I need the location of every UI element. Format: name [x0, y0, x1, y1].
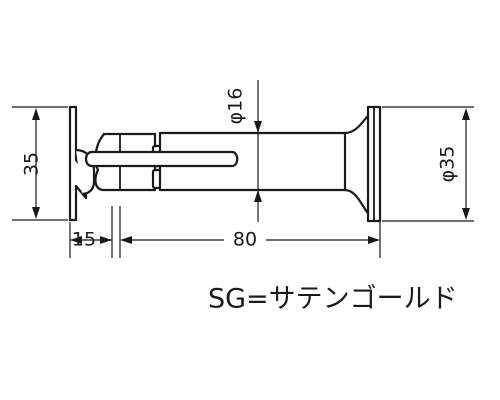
- bracket-part: [68, 105, 382, 223]
- dim-rod-diameter: φ16: [225, 80, 262, 222]
- dim-bracket-height: 35: [12, 106, 68, 221]
- dim-bracket-offset: 15: [69, 206, 113, 258]
- dim-bracket-offset-label: 15: [72, 229, 96, 251]
- dim-rod-length: 80: [119, 206, 381, 258]
- rod-slot: [84, 150, 239, 168]
- dim-rod-diameter-label: φ16: [225, 88, 247, 125]
- dim-bracket-height-label: 35: [21, 152, 43, 176]
- dim-rod-length-label: 80: [233, 229, 257, 251]
- dim-cap-diameter: φ35: [382, 106, 474, 222]
- dim-cap-diameter-label: φ35: [437, 146, 459, 183]
- finish-note: SG=サテンゴールド: [208, 284, 458, 315]
